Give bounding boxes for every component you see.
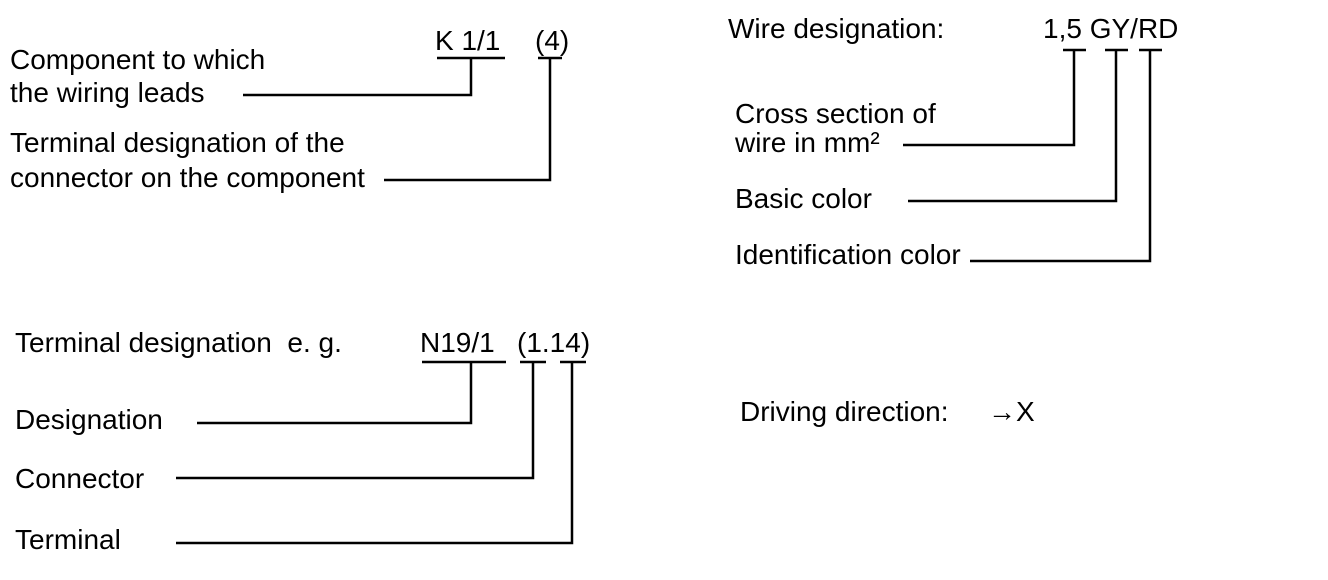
driving-direction-legend: Driving direction: →X — [740, 396, 1035, 427]
terminal-designation-legend: Terminal designation e. g. N19/1 (1.14) … — [15, 327, 590, 555]
connector-description: Connector — [15, 463, 144, 494]
terminal-leader-line — [384, 56, 562, 182]
wire-designation-code: 1,5 GY/RD — [1043, 13, 1178, 44]
terminal-description: Terminal — [15, 524, 121, 555]
identification-color-description: Identification color — [735, 239, 961, 270]
cross-section-leader-line — [903, 48, 1086, 147]
component-description-line-1: Component to which — [10, 44, 265, 75]
component-terminal-code: (4) — [535, 25, 569, 56]
wire-designation-legend: Wire designation: 1,5 GY/RD Cross sectio… — [728, 13, 1178, 270]
designation-description: Designation — [15, 404, 163, 435]
designation-leader-line — [197, 360, 506, 425]
connector-terminal-code: (1.14) — [517, 327, 590, 358]
terminal-designation-label: Terminal designation e. g. — [15, 327, 342, 358]
designation-code: N19/1 — [420, 327, 495, 358]
basic-color-description: Basic color — [735, 183, 872, 214]
terminal-description-line-1: Terminal designation of the — [10, 127, 345, 158]
terminal-description-line-2: connector on the component — [10, 162, 365, 193]
component-description-line-2: the wiring leads — [10, 77, 205, 108]
cross-section-description-line-1: Cross section of — [735, 98, 936, 129]
component-leader-line — [243, 56, 505, 97]
basic-color-leader-line — [908, 48, 1128, 203]
connector-leader-line — [176, 360, 546, 480]
cross-section-description-line-2: wire in mm² — [734, 127, 880, 158]
component-code: K 1/1 — [435, 25, 500, 56]
driving-direction-arrow-icon: →X — [988, 396, 1035, 427]
wire-designation-label: Wire designation: — [728, 13, 944, 44]
identification-color-leader-line — [970, 48, 1162, 263]
driving-direction-label: Driving direction: — [740, 396, 949, 427]
terminal-pin-leader-line — [176, 360, 586, 545]
component-reference-legend: K 1/1 (4) Component to which the wiring … — [10, 25, 569, 193]
